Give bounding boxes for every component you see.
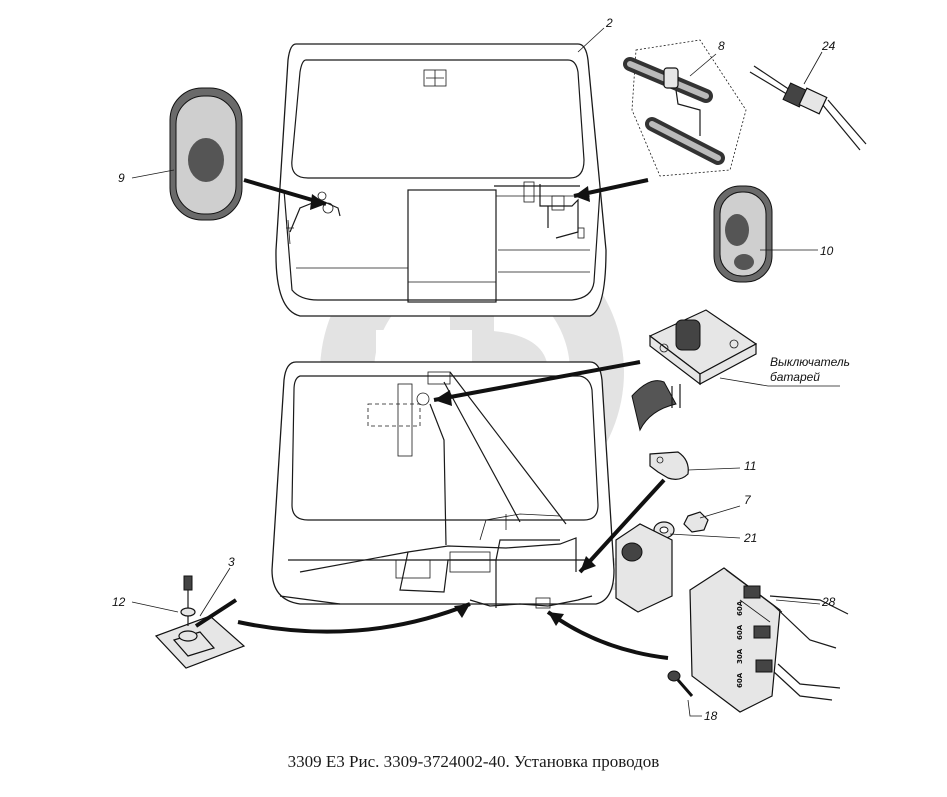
upper-cab-outline bbox=[275, 43, 607, 317]
fuse-block-part-28: 60A 30A 60A 60A bbox=[615, 523, 849, 713]
fuse-label-2: 30A bbox=[736, 648, 744, 664]
battery-switch bbox=[631, 309, 840, 432]
fuse-label-3: 60A bbox=[736, 624, 744, 640]
ground-terminal-parts-3-12 bbox=[154, 575, 246, 669]
bracket-part-11 bbox=[649, 451, 689, 480]
clip-part-8 bbox=[623, 39, 747, 177]
callout-12: 12 bbox=[112, 595, 126, 609]
battery-switch-label-line1: Выключатель bbox=[770, 355, 850, 369]
grommet-part-9 bbox=[169, 87, 243, 221]
callout-8: 8 bbox=[718, 39, 725, 53]
callout-7: 7 bbox=[744, 493, 752, 507]
callout-21: 21 bbox=[743, 531, 757, 545]
callout-11: 11 bbox=[744, 459, 756, 473]
connector-part-24 bbox=[749, 65, 867, 151]
callout-18: 18 bbox=[704, 709, 718, 723]
figure-caption: 3309 E3 Рис. 3309-3724002-40. Установка … bbox=[287, 752, 660, 771]
callout-2: 2 bbox=[605, 16, 613, 30]
callout-3: 3 bbox=[228, 555, 235, 569]
washer-nut-parts-7-21 bbox=[653, 511, 709, 539]
fuse-label-4: 60A bbox=[736, 600, 744, 616]
callout-10: 10 bbox=[820, 244, 834, 258]
grommet-part-10 bbox=[713, 185, 773, 283]
callout-9: 9 bbox=[118, 171, 125, 185]
fuse-label-1: 60A bbox=[736, 672, 744, 688]
screw-part-18 bbox=[667, 670, 694, 697]
callout-28: 28 bbox=[821, 595, 836, 609]
leader-lines bbox=[131, 27, 823, 717]
callout-24: 24 bbox=[821, 39, 836, 53]
pointer-arrows bbox=[237, 178, 669, 660]
battery-switch-label-line2: батарей bbox=[770, 370, 820, 384]
